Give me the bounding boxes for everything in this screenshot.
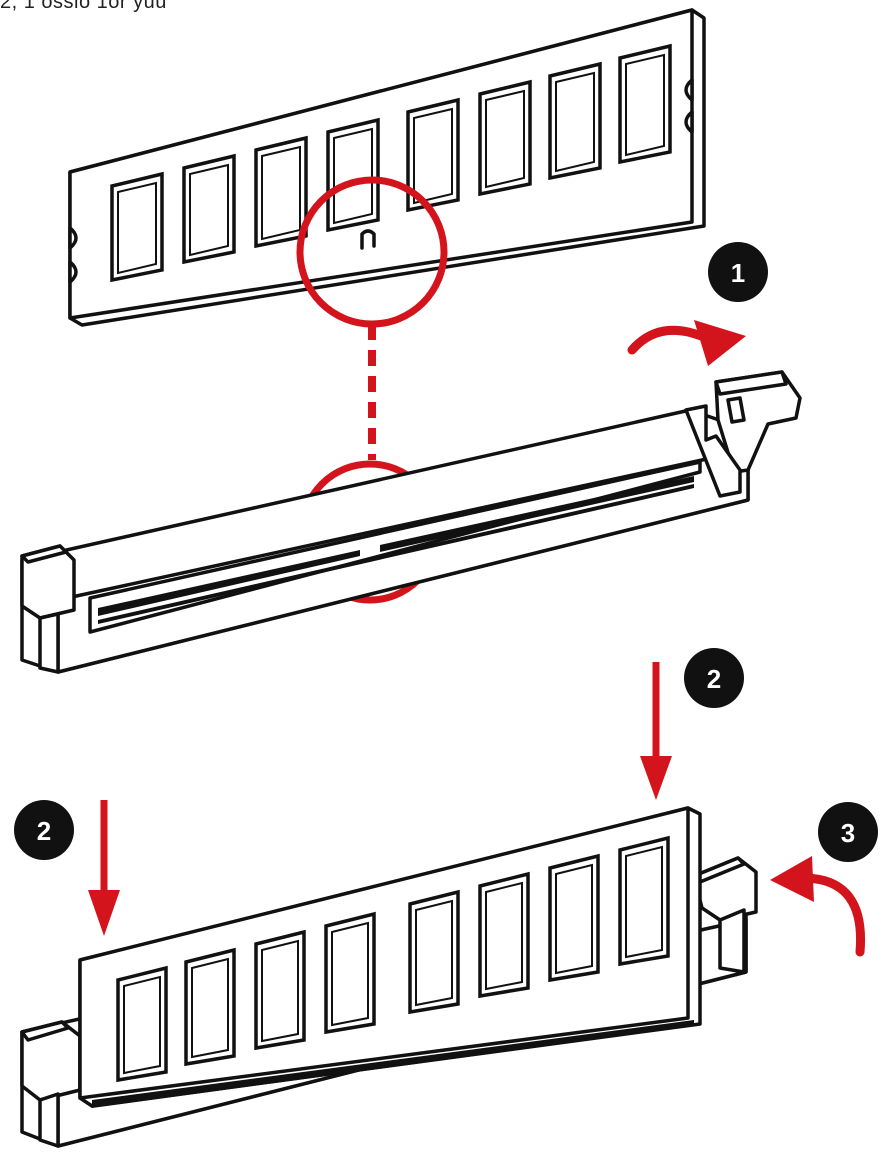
ram-module-installed bbox=[78, 806, 702, 1108]
svg-text:2: 2 bbox=[37, 816, 51, 846]
ram-module-top bbox=[68, 8, 706, 327]
partial-caption: 2, 1 osslo 1or yuu bbox=[0, 0, 167, 13]
svg-text:2: 2 bbox=[707, 664, 721, 694]
down-arrow-icon bbox=[640, 662, 672, 800]
step-badge-1: 1 bbox=[708, 242, 768, 302]
curved-arrow-icon bbox=[627, 320, 746, 366]
step-badge-2-left: 2 bbox=[14, 800, 74, 860]
svg-text:1: 1 bbox=[731, 258, 745, 288]
svg-text:3: 3 bbox=[841, 818, 855, 848]
curved-arrow-icon bbox=[770, 856, 866, 957]
down-arrow-icon bbox=[88, 800, 120, 936]
memory-chips-bottom bbox=[116, 835, 670, 1083]
memory-chips-top bbox=[110, 43, 672, 283]
step-badge-3: 3 bbox=[818, 802, 878, 862]
step-badge-2-right: 2 bbox=[684, 648, 744, 708]
dimm-slot-open bbox=[20, 370, 802, 674]
